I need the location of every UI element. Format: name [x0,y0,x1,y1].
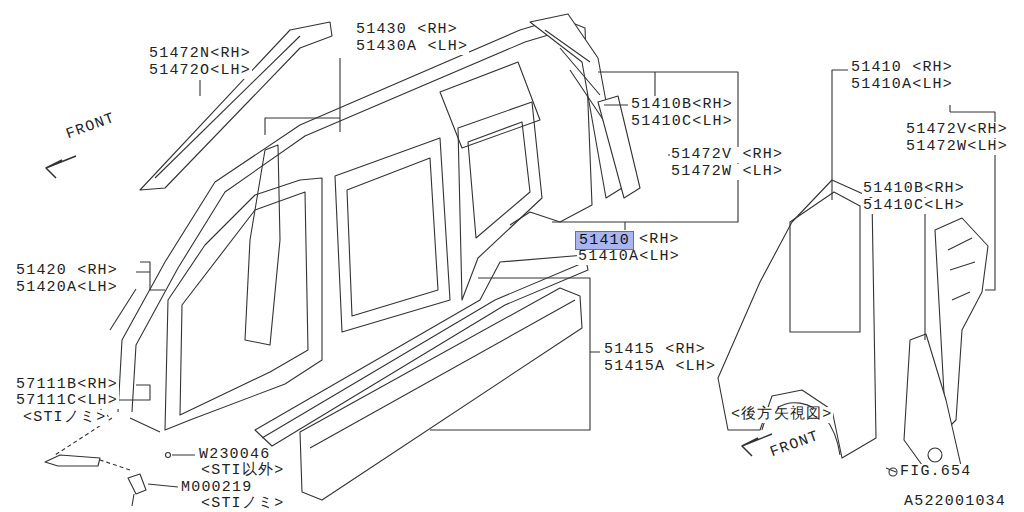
callout-label: 51410C<LH> [630,114,734,130]
callout-label: <後方矢視図> [730,407,833,423]
callout-label: 51415 <RH> [603,342,707,358]
callout-label: 51420A<LH> [15,280,119,296]
callout-label: 51472W<LH> [905,139,1009,155]
callout-label: 51410A<LH> [577,249,681,265]
callout-label: 51472N<RH> [148,46,252,62]
part-number: 51410 [579,233,630,249]
callout-label: M000219 [180,480,253,496]
callout-label: A522001034 [903,494,1007,510]
callout-label: <STIノミ> [22,410,107,426]
highlighted-part-number: 51410 [575,231,634,250]
callout-label: <STIノミ> [200,496,285,512]
callout-label: W230046 [198,447,271,463]
callout-label: 51410 <RH> [850,60,954,76]
callout-label: 51415A <LH> [603,359,717,375]
callout-label: 51472W <LH> [670,164,784,180]
callout-label: FRONT [63,110,118,143]
callout-label: 51420 <RH> [15,263,119,279]
callout-label: 51430 <RH> [355,22,459,38]
callout-label: 51472V <RH> [670,147,784,163]
callout-label: FRONT [767,428,822,461]
callout-label: 51410A<LH> [850,77,954,93]
callout-label: <RH> [638,232,681,248]
callout-label: FIG.654 [899,464,972,480]
callout-label: <STI以外> [200,463,285,479]
callout-label: 51410C<LH> [862,198,966,214]
callout-label: 57111C<LH> [15,393,119,409]
callout-label: 51410B<RH> [630,97,734,113]
callout-label: 51410B<RH> [862,181,966,197]
callout-label: 57111B<RH> [15,377,119,393]
callout-label: 51430A <LH> [355,39,469,55]
callout-label: 51472V<RH> [905,122,1009,138]
callout-label: 51472O<LH> [148,63,252,79]
